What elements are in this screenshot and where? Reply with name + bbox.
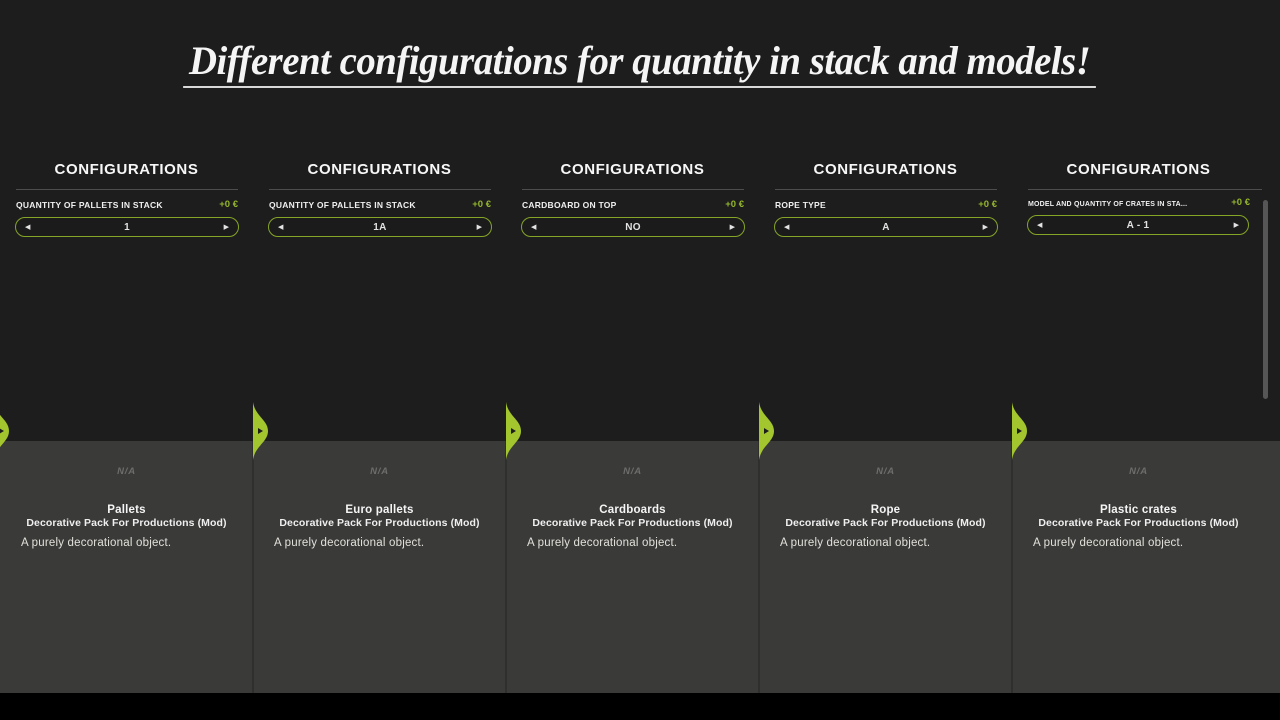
item-name: Plastic crates xyxy=(1100,504,1177,516)
scrollbar-thumb[interactable] xyxy=(1263,200,1268,399)
option-price: +0 € xyxy=(725,199,744,210)
item-name: Pallets xyxy=(107,504,146,516)
divider xyxy=(269,189,491,190)
configurations-header: CONFIGURATIONS xyxy=(560,161,705,178)
next-arrow-icon[interactable]: ▶ xyxy=(476,222,482,231)
stepper-value: A xyxy=(882,221,890,233)
item-cards-strip xyxy=(0,441,1280,693)
item-description: A purely decorational object. xyxy=(527,537,678,549)
prev-arrow-icon[interactable]: ◀ xyxy=(784,222,790,231)
card-divider xyxy=(505,441,507,693)
divider xyxy=(775,189,997,190)
item-card-plastic-crates[interactable]: N/A Plastic crates Decorative Pack For P… xyxy=(1012,441,1265,693)
configurations-header: CONFIGURATIONS xyxy=(307,161,452,178)
config-panel-rope: CONFIGURATIONS ROPE TYPE +0 € ◀ A ▶ xyxy=(759,150,1012,440)
option-price: +0 € xyxy=(1231,197,1250,208)
selection-marker-icon xyxy=(0,402,10,460)
selection-marker-icon xyxy=(759,402,775,460)
next-arrow-icon[interactable]: ▶ xyxy=(1233,220,1239,229)
item-status: N/A xyxy=(623,466,642,477)
item-status: N/A xyxy=(876,466,895,477)
item-name: Euro pallets xyxy=(345,504,414,516)
option-label: QUANTITY OF PALLETS IN STACK xyxy=(16,200,163,210)
card-divider xyxy=(1011,441,1013,693)
option-price: +0 € xyxy=(472,199,491,210)
config-option-row: ROPE TYPE +0 € xyxy=(775,197,997,210)
config-panel-pallets: CONFIGURATIONS QUANTITY OF PALLETS IN ST… xyxy=(0,150,253,440)
bottom-letterbox-bar xyxy=(0,693,1280,720)
configurations-header: CONFIGURATIONS xyxy=(813,161,958,178)
value-stepper[interactable]: ◀ 1 ▶ xyxy=(15,217,239,237)
next-arrow-icon[interactable]: ▶ xyxy=(223,222,229,231)
value-stepper[interactable]: ◀ A - 1 ▶ xyxy=(1027,215,1249,235)
item-name: Rope xyxy=(870,504,901,516)
card-divider xyxy=(252,441,254,693)
config-option-row: CARDBOARD ON TOP +0 € xyxy=(522,197,744,210)
value-stepper[interactable]: ◀ 1A ▶ xyxy=(268,217,492,237)
configurations-header: CONFIGURATIONS xyxy=(54,161,199,178)
prev-arrow-icon[interactable]: ◀ xyxy=(531,222,537,231)
selection-marker-icon xyxy=(253,402,269,460)
prev-arrow-icon[interactable]: ◀ xyxy=(1037,220,1043,229)
prev-arrow-icon[interactable]: ◀ xyxy=(25,222,31,231)
stepper-value: A - 1 xyxy=(1126,219,1150,231)
option-label: MODEL AND QUANTITY OF CRATES IN STA... xyxy=(1028,201,1188,208)
divider xyxy=(16,189,238,190)
item-card-rope[interactable]: N/A Rope Decorative Pack For Productions… xyxy=(759,441,1012,693)
item-status: N/A xyxy=(1129,466,1148,477)
config-panel-plastic-crates: CONFIGURATIONS MODEL AND QUANTITY OF CRA… xyxy=(1012,150,1265,440)
item-card-cardboards[interactable]: N/A Cardboards Decorative Pack For Produ… xyxy=(506,441,759,693)
item-pack: Decorative Pack For Productions (Mod) xyxy=(279,517,480,529)
item-pack: Decorative Pack For Productions (Mod) xyxy=(532,517,733,529)
page-title-wrap: Different configurations for quantity in… xyxy=(0,40,1280,88)
option-label: ROPE TYPE xyxy=(775,200,826,210)
config-panel-cardboards: CONFIGURATIONS CARDBOARD ON TOP +0 € ◀ N… xyxy=(506,150,759,440)
option-label: CARDBOARD ON TOP xyxy=(522,200,617,210)
config-option-row: MODEL AND QUANTITY OF CRATES IN STA... +… xyxy=(1028,197,1250,208)
stepper-value: NO xyxy=(625,221,641,233)
selection-marker-icon xyxy=(1012,402,1028,460)
config-option-row: QUANTITY OF PALLETS IN STACK +0 € xyxy=(16,197,238,210)
config-panel-euro-pallets: CONFIGURATIONS QUANTITY OF PALLETS IN ST… xyxy=(253,150,506,440)
item-status: N/A xyxy=(117,466,136,477)
page-title: Different configurations for quantity in… xyxy=(183,40,1097,88)
item-pack: Decorative Pack For Productions (Mod) xyxy=(1038,517,1239,529)
selection-marker-icon xyxy=(506,402,522,460)
option-label: QUANTITY OF PALLETS IN STACK xyxy=(269,200,416,210)
config-option-row: QUANTITY OF PALLETS IN STACK +0 € xyxy=(269,197,491,210)
item-pack: Decorative Pack For Productions (Mod) xyxy=(785,517,986,529)
item-description: A purely decorational object. xyxy=(1033,537,1184,549)
divider xyxy=(1028,189,1262,190)
divider xyxy=(522,189,744,190)
item-card-euro-pallets[interactable]: N/A Euro pallets Decorative Pack For Pro… xyxy=(253,441,506,693)
next-arrow-icon[interactable]: ▶ xyxy=(729,222,735,231)
item-pack: Decorative Pack For Productions (Mod) xyxy=(26,517,227,529)
card-divider xyxy=(758,441,760,693)
option-price: +0 € xyxy=(219,199,238,210)
stepper-value: 1A xyxy=(373,221,387,233)
item-card-pallets[interactable]: N/A Pallets Decorative Pack For Producti… xyxy=(0,441,253,693)
value-stepper[interactable]: ◀ NO ▶ xyxy=(521,217,745,237)
configurations-header: CONFIGURATIONS xyxy=(1066,161,1211,178)
item-status: N/A xyxy=(370,466,389,477)
item-description: A purely decorational object. xyxy=(21,537,172,549)
item-description: A purely decorational object. xyxy=(780,537,931,549)
prev-arrow-icon[interactable]: ◀ xyxy=(278,222,284,231)
item-description: A purely decorational object. xyxy=(274,537,425,549)
item-name: Cardboards xyxy=(599,504,666,516)
value-stepper[interactable]: ◀ A ▶ xyxy=(774,217,998,237)
next-arrow-icon[interactable]: ▶ xyxy=(982,222,988,231)
option-price: +0 € xyxy=(978,199,997,210)
stepper-value: 1 xyxy=(124,221,130,233)
